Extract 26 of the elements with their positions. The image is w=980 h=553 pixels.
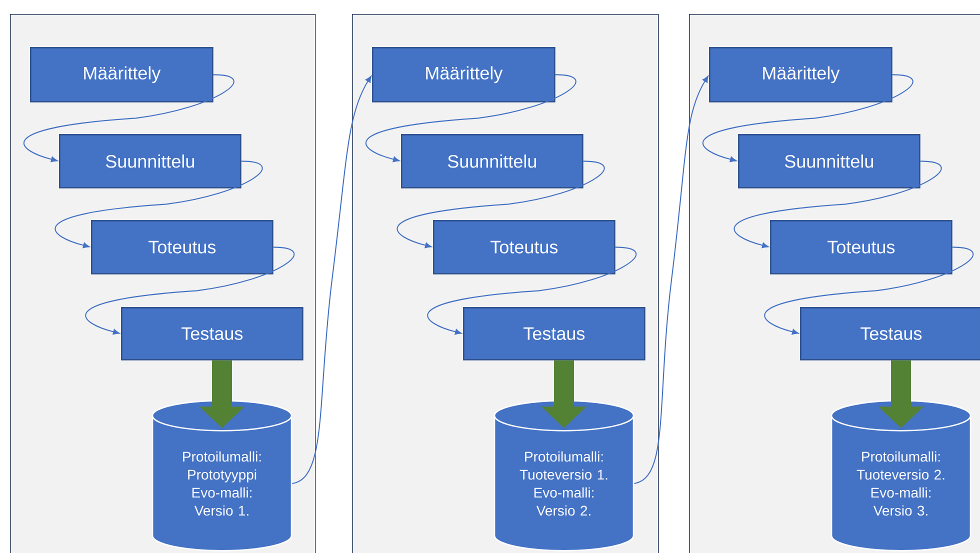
curved-arrow [764,246,974,335]
process-box: Testaus [121,307,304,360]
process-box: Suunnittelu [401,134,584,188]
process-box: Suunnittelu [738,134,920,188]
curved-arrow [702,74,913,162]
process-box: Toteutus [770,220,952,274]
storage-cylinder: Protoilumalli: Prototyyppi Evo-malli: Versio 1. [152,400,292,552]
process-box: Määrittely [709,47,892,102]
curved-arrow [734,160,942,248]
process-box: Testaus [800,307,980,360]
curved-arrow [428,246,636,335]
curved-arrow [86,246,294,335]
curved-arrow [292,76,372,484]
process-box: Testaus [463,307,646,360]
curved-arrow [24,74,234,162]
process-box: Toteutus [433,220,616,274]
curved-arrow [55,160,262,248]
storage-cylinder: Protoilumalli: Tuoteversio 1. Evo-malli: Versio 2. [494,400,634,552]
process-box: Määrittely [372,47,556,102]
storage-cylinder: Protoilumalli: Tuoteversio 2. Evo-malli: Versio 3. [830,400,972,552]
process-box: Suunnittelu [59,134,242,188]
curved-arrow [634,76,708,484]
curved-arrow [366,74,576,162]
process-box: Toteutus [91,220,274,274]
curved-arrow [397,160,604,248]
process-box: Määrittely [30,47,214,102]
